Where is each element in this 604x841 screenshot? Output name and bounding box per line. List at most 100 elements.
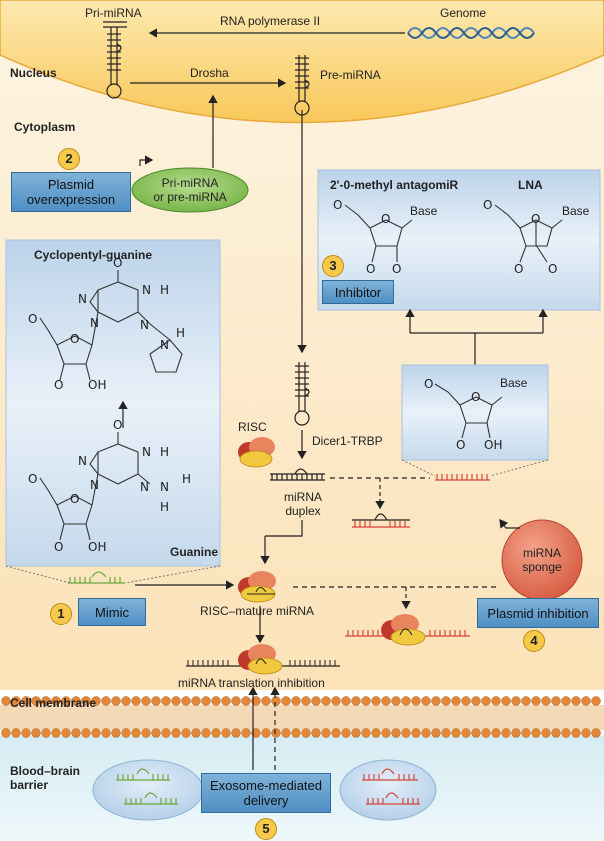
cg-nitrogen-3: N [160,338,169,352]
red-inhibitor-strand-a [435,474,490,481]
antagomir-title: 2'-0-methyl antagomiR [330,178,459,192]
antagomir-structure [344,204,413,263]
rna-hydroxyl: OH [484,438,503,452]
guanine-title: Guanine [170,545,219,559]
lna-title: LNA [518,178,543,192]
step-3-badge: 3 [322,255,344,277]
lna-5-oxygen: O [483,198,493,212]
exosome-mimic-strands [116,768,178,805]
cg-nitrogen-1: N [142,283,151,297]
guanine-structure [39,432,151,541]
mirna-sponge-label: miRNA sponge [522,546,562,574]
pri-mirna-hairpin [103,21,127,99]
cg-ring-oxygen: O [70,332,80,346]
mimic-box: Mimic [78,598,146,626]
cyclopentyl-panel [5,239,221,567]
cg-nitrogen-5: N [78,292,87,306]
g-ring-oxygen: O [70,492,80,506]
g-hydrogen-2: H [182,472,192,486]
mirna-duplex-label: miRNA duplex [284,490,322,518]
pri-pre-mirna-oval [131,167,249,213]
pre-mirna-label: Pre-miRNA [320,68,381,82]
lna-ring-oxygen: O [531,212,541,226]
cell-membrane-label: Cell membrane [10,696,97,710]
arrow-plasmid-expression [139,155,154,166]
pri-mirna-label: Pri-miRNA [85,6,142,20]
risc-mature-mirna-icon [238,571,276,603]
g-hydrogen-3: H [160,500,170,514]
cg-5-oxygen: O [28,312,38,326]
g-3-oxygen: O [54,540,64,554]
cyclopentyl-guanine-structure [39,270,183,381]
cg-nitrogen-2: N [140,318,149,332]
rna-3-oxygen: O [456,438,466,452]
pre-mirna-hairpin [294,55,310,116]
lna-structure [494,204,563,263]
step-1-badge: 1 [50,603,72,625]
plasmid-overexpression-box: Plasmid overexpression [11,172,131,212]
antagomir-lna-panel [317,169,601,311]
cg-3-oxygen: O [54,378,64,392]
drosha-label: Drosha [190,66,229,80]
cg-hydrogen-1: H [160,283,170,297]
g-nitrogen-5: N [78,454,87,468]
translation-inhibition-label: miRNA translation inhibition [178,676,325,690]
genome-dna-helix [407,27,535,39]
cg-nitrogen-4: N [90,316,99,330]
exosome-inhibitor-strands [362,768,420,805]
g-nitrogen-2: N [140,480,149,494]
risc-label: RISC [238,420,267,434]
cell-membrane-bilayer [0,696,604,738]
nucleus-label: Nucleus [10,66,57,80]
g-nitrogen-3: N [160,480,169,494]
cg-oxygen: O [113,256,123,270]
rna-structure [434,383,503,439]
risc-mature-label: RISC–mature miRNA [200,604,315,618]
cg-hydroxyl: OH [88,378,107,392]
g-nitrogen-4: N [90,478,99,492]
cyclopentyl-guanine-title: Cyclopentyl-guanine [34,248,153,262]
blood-brain-barrier-label: Blood–brain barrier [10,764,81,792]
rna-panel [401,364,549,461]
am-5-oxygen: O [333,198,343,212]
exosome-mimic [92,759,204,821]
step-5-badge: 5 [255,818,277,840]
mirna-duplex-strand [270,468,325,481]
dicer-label: Dicer1-TRBP [312,434,383,448]
inhibitor-box: Inhibitor [322,280,394,304]
lna-bridge-oxygen: O [548,262,558,276]
am-3-oxygen: O [366,262,376,276]
pri-pre-mirna-label: Pri-miRNA or pre-miRNA [153,176,227,204]
g-5-oxygen: O [28,472,38,486]
sponge-bound-complex [345,614,470,646]
panel-callout-left [5,565,71,584]
antagomir-base-label: Base [410,204,438,218]
arrow-sponge-expression [499,519,520,529]
step-2-badge: 2 [58,148,80,170]
lna-3-oxygen: O [514,262,524,276]
cytoplasm-label: Cytoplasm [14,120,76,134]
arrow-duplex-line [265,520,303,537]
plasmid-inhibition-box: Plasmid inhibition [477,598,599,628]
mimic-strand [68,571,125,584]
rna-polymerase-label: RNA polymerase II [220,14,321,28]
translation-inhibition-complex [186,644,340,675]
rna-ring-oxygen: O [471,390,481,404]
g-oxygen: O [113,418,123,432]
rna-5-oxygen: O [424,377,434,391]
am-2-oxygen: O [392,262,402,276]
inhibitor-bound-duplex [352,513,410,528]
cg-hydrogen-2: H [176,326,186,340]
risc-complex-icon [238,437,275,468]
g-hydroxyl: OH [88,540,107,554]
lna-base-label: Base [562,204,590,218]
rna-base-label: Base [500,376,528,390]
cytoplasm-pre-mirna-hairpin [294,362,310,426]
step-4-badge: 4 [523,630,545,652]
exosome-delivery-box: Exosome-mediated delivery [201,773,331,813]
g-hydrogen-1: H [160,445,170,459]
panel-callout-right [124,565,221,584]
am-ring-oxygen: O [381,212,391,226]
